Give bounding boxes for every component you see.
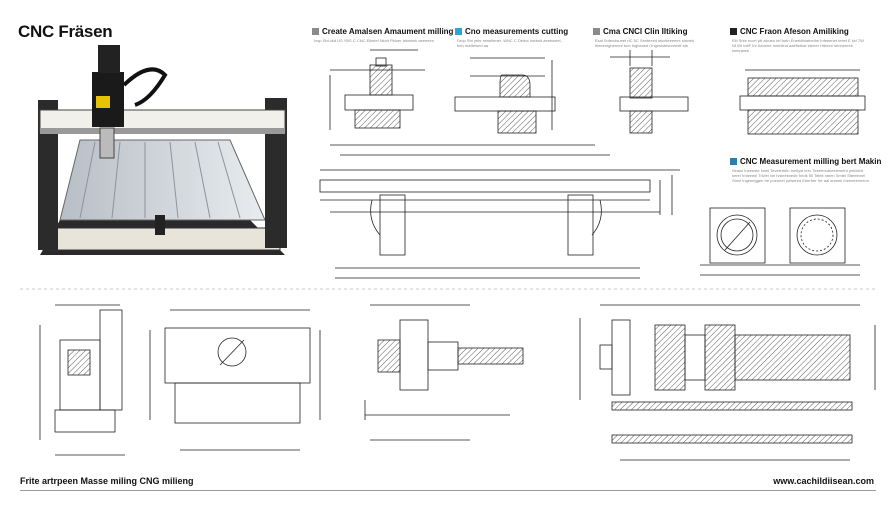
panel-heading-3: Cma CNCl Clin Iltiking — [593, 27, 687, 36]
panel-icon — [730, 28, 737, 35]
panel-heading-5: CNC Measurement milling bert Makin — [730, 157, 881, 166]
footer-divider — [20, 490, 876, 491]
panel-description-5: Sealol Ineeeste lnnel Tevelerteln Inelty… — [732, 168, 869, 183]
cnc-machine-illustration — [38, 45, 287, 255]
page-title: CNC Fräsen — [18, 22, 113, 41]
panel-description-2: Drop Sbt yehr mweltener, WNC C Dedot low… — [457, 38, 562, 48]
panel-description-3: Esal Sntevdsueet rtC 5C Senteeed lekdsee… — [595, 38, 694, 48]
dimension-drawings — [20, 49, 876, 461]
panel-description-4: Elit Srke eccrt ptt alcueo tel fortn Ene… — [732, 38, 864, 53]
panel-description-1: Iosp Sbt vkd US YBS C CNC Elketel Nknit … — [314, 38, 434, 43]
panel-heading-text: CNC Measurement milling bert Makin — [740, 157, 882, 166]
panel-heading-4: CNC Fraon Afeson Amiliking — [730, 27, 849, 36]
panel-icon — [593, 28, 600, 35]
panel-icon — [312, 28, 319, 35]
footer-caption: Frite artrpeen Masse miling CNG milieng — [20, 476, 194, 486]
panel-icon — [455, 28, 462, 35]
panel-heading-text: Create Amalsen Amaument milling — [322, 27, 454, 36]
panel-heading-text: CNC Fraon Afeson Amiliking — [740, 27, 849, 36]
panel-heading-text: Cma CNCl Clin Iltiking — [603, 27, 688, 36]
panel-icon — [730, 158, 737, 165]
panel-heading-text: Cno measurements cutting — [465, 27, 569, 36]
panel-heading-1: Create Amalsen Amaument milling — [312, 27, 453, 36]
footer-website-link[interactable]: www.cachildiisean.com — [773, 476, 874, 486]
panel-heading-2: Cno measurements cutting — [455, 27, 568, 36]
